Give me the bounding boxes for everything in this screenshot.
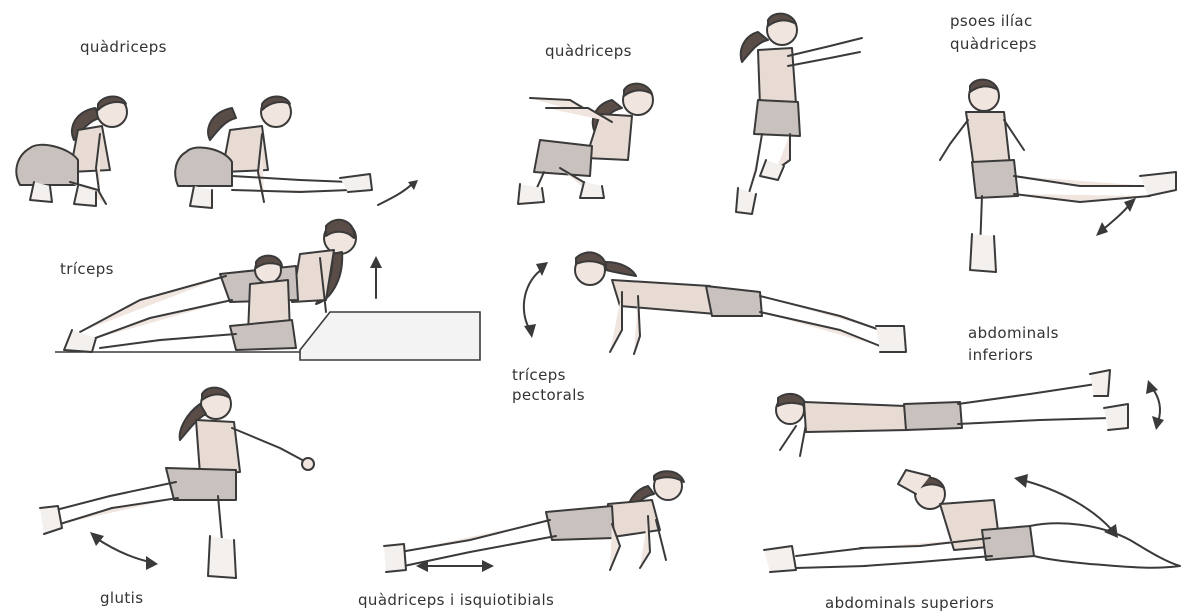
figure-standing-leg-raise [940,80,1176,272]
arrow-leg-extension [378,180,418,205]
figure-back-kick [40,388,314,578]
figure-jump-squat [518,84,653,204]
figure-situp [764,470,1180,572]
curved-double-arrow-pushup [524,262,548,338]
double-arrow-lunge [416,560,494,572]
figure-deep-squat [16,97,127,207]
figure-lunge-stretch [384,471,684,572]
figure-triceps-dips [64,220,356,352]
figure-pushup [575,252,906,354]
up-arrow-dips [370,256,382,298]
double-arrow-leg-raise [1096,198,1136,236]
double-arrow-lying-leg-raise [1146,380,1164,430]
figure-jumping [736,14,862,214]
figure-lying-leg-raise [776,370,1128,456]
double-arrow-back-kick [90,532,158,570]
figure-squat-leg-extension [175,97,372,209]
